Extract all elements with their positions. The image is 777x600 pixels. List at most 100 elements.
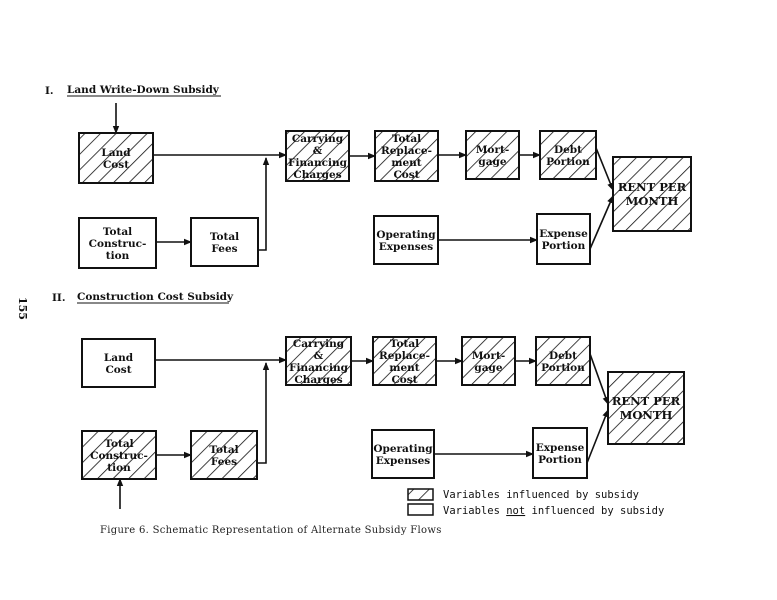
section-1-rent-label-line: MONTH xyxy=(626,194,679,208)
page-number: 155 xyxy=(16,297,29,320)
section-2-carrying-rect xyxy=(285,336,352,386)
section-1-rent-rect xyxy=(612,156,692,232)
section-2-operating-expenses-rect xyxy=(371,429,435,479)
section-1-total-construction-label-line: Total xyxy=(103,226,132,238)
section-1-title: Land Write-Down Subsidy xyxy=(67,84,220,96)
section-1-land-cost-rect xyxy=(78,132,154,184)
section-1-total-fees-label-line: Total xyxy=(210,231,239,243)
section-2-land-cost-label-line: Cost xyxy=(105,364,131,376)
section-1-total-fees-label-line: Fees xyxy=(211,243,237,255)
section-2-total-fees-label-line: Total xyxy=(209,444,238,456)
section-1-carrying-rect xyxy=(285,130,350,182)
section-1-mortgage-rect xyxy=(465,130,520,180)
section-2-mortgage-box: Mort-gage xyxy=(461,336,516,386)
section-2-total-replacement-label-line: Replace- xyxy=(379,350,430,362)
section-1-rent-label-line: RENT PER xyxy=(618,180,687,194)
section-2-total-fees-to-carrying-arrow xyxy=(257,362,270,464)
section-1-operating-expenses-label-line: Expenses xyxy=(379,241,434,253)
legend-plain-swatch xyxy=(407,503,434,516)
section-1-total-replacement-label-line: Replace- xyxy=(381,145,432,157)
section-2-operating-expenses-label-line: Expenses xyxy=(376,455,431,467)
section-2-expense-portion-label-line: Portion xyxy=(538,454,582,466)
section-1-total-replacement-label-line: Total xyxy=(392,133,421,145)
section-2-total-fees-label-line: Fees xyxy=(211,456,237,468)
section-2-rent-label-line: MONTH xyxy=(620,408,673,422)
section-2-debt-portion-rect xyxy=(535,336,591,386)
section-2-operating-expenses-label-line: Operating xyxy=(373,443,433,455)
legend-not-influenced-pre: Variables xyxy=(443,505,506,517)
section-2-expense-portion-rect xyxy=(532,427,588,479)
section-2-land-cost-rect xyxy=(81,338,156,388)
section-1-heading: I. Land Write-Down Subsidy xyxy=(45,84,221,97)
section-2-rent-rect xyxy=(607,371,685,445)
section-2-total-replacement-label-line: Cost xyxy=(391,374,417,386)
legend-influenced-label: Variables influenced by subsidy xyxy=(443,489,639,501)
section-2-carrying-label-line: Financing xyxy=(289,362,349,374)
section-1-carrying-label-line: Financing xyxy=(288,157,348,169)
section-2-heading: II. Construction Cost Subsidy xyxy=(52,291,234,304)
section-1-total-replacement-label-line: ment xyxy=(391,157,421,169)
section-1-total-construction-rect xyxy=(78,217,157,269)
legend-not-influenced-post: influenced by subsidy xyxy=(525,505,664,517)
legend-not-emphasis: not xyxy=(506,505,525,517)
section-2-total-construction-rect xyxy=(81,430,157,480)
section-1-mortgage-label-line: Mort- xyxy=(476,144,509,156)
section-1-expense-portion-rect xyxy=(536,213,591,265)
section-1-debt-portion-label-line: Debt xyxy=(554,144,582,156)
section-1-debt-portion-rect xyxy=(539,130,597,180)
section-2-land-cost-label-line: Land xyxy=(104,352,134,364)
section-1-expense-portion-to-rent-arrow xyxy=(589,195,614,250)
section-1-carrying-label-line: Carrying xyxy=(292,133,344,145)
section-2-carrying-label-line: Carrying xyxy=(293,338,345,350)
section-1-expense-portion-label-line: Portion xyxy=(542,240,586,252)
section-1-total-fees-to-carrying-arrow xyxy=(258,157,270,251)
section-1-total-replacement-rect xyxy=(374,130,439,182)
section-2-expense-portion-label-line: Expense xyxy=(536,442,585,454)
section-2-mortgage-label-line: gage xyxy=(474,362,502,374)
section-2-total-fees-rect xyxy=(190,430,258,480)
section-1-numeral: I. xyxy=(45,85,54,97)
section-2-total-construction-label-line: Construc- xyxy=(90,450,148,462)
section-2-total-replacement-label-line: Total xyxy=(390,338,419,350)
section-2-carrying-label-line: & xyxy=(314,350,324,362)
section-1-total-replacement-label-line: Cost xyxy=(393,169,419,181)
section-1-total-fees-rect xyxy=(190,217,259,267)
section-1-land-cost-label-line: Land xyxy=(101,147,131,159)
section-1-mortgage-label-line: gage xyxy=(478,156,506,168)
section-1-expense-portion-label-line: Expense xyxy=(539,228,588,240)
section-2-total-replacement-rect xyxy=(372,336,437,386)
section-1-carrying-label-line: & xyxy=(313,145,323,157)
section-2-rent-label-line: RENT PER xyxy=(612,394,681,408)
legend-hatched-swatch xyxy=(407,488,434,501)
section-1-operating-expenses-rect xyxy=(373,215,439,265)
section-2-title: Construction Cost Subsidy xyxy=(77,291,234,303)
legend-not-influenced-label: Variables not influenced by subsidy xyxy=(443,505,664,517)
section-2-debt-portion-to-rent-arrow xyxy=(589,353,609,405)
section-2-debt-portion-label-line: Debt xyxy=(549,350,577,362)
section-1-total-construction-label-line: tion xyxy=(106,250,130,262)
section-1-operating-expenses-label-line: Operating xyxy=(376,229,436,241)
section-1-debt-portion-to-rent-arrow xyxy=(595,147,614,191)
section-2-numeral: II. xyxy=(52,292,65,304)
section-1-land-cost-label-line: Cost xyxy=(103,159,129,171)
figure-caption: Figure 6. Schematic Representation of Al… xyxy=(100,525,442,536)
section-2-debt-portion-label-line: Portion xyxy=(541,362,585,374)
